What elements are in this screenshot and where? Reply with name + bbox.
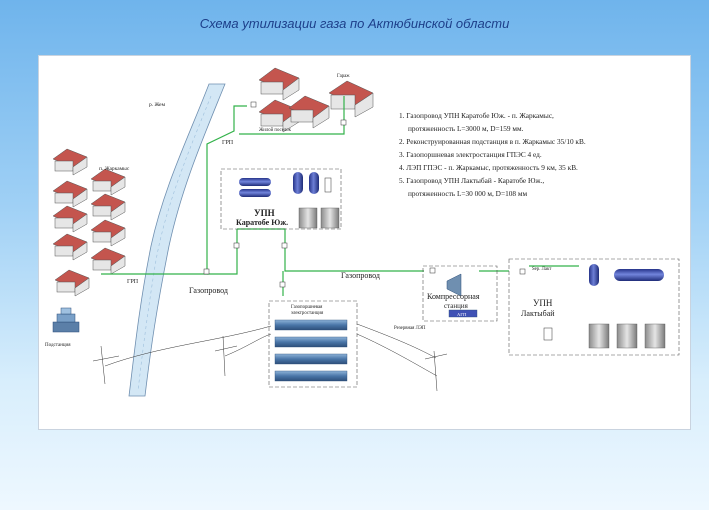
- valve-markers: [203, 101, 526, 288]
- gas-utilization-scheme: р. Жем п. Жаркамыс Жилой поселок Гараж Г…: [45, 67, 680, 397]
- grp-left-label: ГРП: [127, 279, 139, 285]
- diagram-panel: р. Жем п. Жаркамыс Жилой поселок Гараж Г…: [38, 55, 691, 430]
- houses-top: [258, 67, 374, 133]
- compressor-station-box: [422, 265, 498, 322]
- substation-label: Подстанция: [45, 343, 71, 348]
- legend-item-continuation: протяженность L=3000 м, D=159 мм.: [408, 124, 524, 133]
- upn-karatobe-label-1: УПН: [254, 208, 275, 218]
- river: [128, 83, 226, 397]
- slide-title: Схема утилизации газа по Актюбинской обл…: [199, 16, 510, 31]
- houses-top-label: Жилой поселок: [259, 128, 292, 133]
- upn-laktybay-equipment: [543, 264, 666, 349]
- reserve-line-label: Резервная ЛЭП: [394, 326, 426, 331]
- legend: 1. Газопровод УПН Каратобе Юж. - п. Жарк…: [399, 109, 689, 200]
- legend-item-continuation: протяженность L=30 000 м, D=108 мм: [408, 189, 528, 198]
- compressor-icon: [446, 273, 462, 297]
- upn-laktybay-label-2: Лактыбай: [521, 309, 555, 318]
- upn-laktybay-box: [508, 258, 680, 356]
- gas-pipeline-left-label: Газопровод: [189, 286, 228, 295]
- garage-label: Гараж: [337, 74, 350, 79]
- legend-item: 5. Газопровод УПН Лактыбай - Каратобе Юж…: [399, 176, 545, 185]
- legend-item: 4. ЛЭП ГПЭС - п. Жаркамыс, протяженность…: [399, 163, 578, 172]
- compressor-label-2: станция: [444, 302, 469, 310]
- grp-top-label: ГРП: [222, 140, 234, 146]
- gas-power-plant-label-1: Газопоршневая: [291, 305, 323, 310]
- compressor-label-1: Компрессорная: [427, 292, 480, 301]
- gas-generators: [274, 319, 348, 382]
- river-label: р. Жем: [149, 102, 166, 108]
- separator-tag: Sep. Лакт: [532, 267, 552, 272]
- upn-karatobe-box: [220, 168, 342, 230]
- village-zharkamys-label: п. Жаркамыс: [99, 166, 130, 172]
- upn-laktybay-label-1: УПН: [533, 298, 553, 308]
- compressor-unit-label: АГП: [457, 312, 467, 317]
- legend-item: 2. Реконструированная подстанция в п. Жа…: [399, 137, 586, 146]
- gas-pipeline-right-label: Газопровод: [341, 271, 380, 280]
- gas-power-plant-box: [268, 300, 358, 388]
- legend-item: 1. Газопровод УПН Каратобе Юж. - п. Жарк…: [399, 111, 554, 120]
- houses-zharkamys: [52, 148, 126, 297]
- power-lines: [92, 323, 448, 392]
- substation-icon: [52, 307, 80, 333]
- legend-item: 3. Газопоршневая электростанция ГПЭС 4 е…: [399, 150, 542, 159]
- gas-power-plant-label-2: электростанция: [291, 311, 324, 316]
- upn-karatobe-equipment: [239, 172, 340, 229]
- upn-karatobe-label-2: Каратобе Юж.: [236, 218, 288, 227]
